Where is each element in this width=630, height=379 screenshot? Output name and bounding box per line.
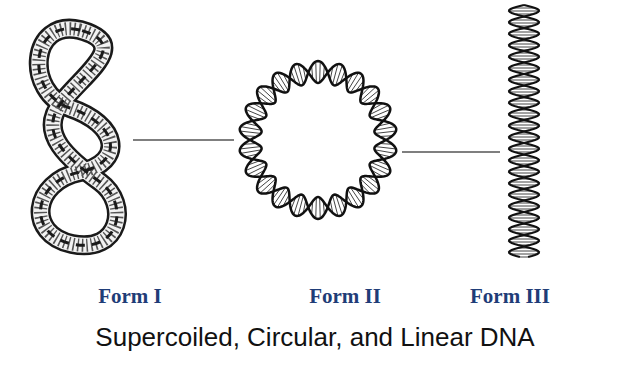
- connector-line: [133, 139, 234, 141]
- dna-form: Form II: [234, 56, 402, 224]
- form-label: Form II: [309, 284, 381, 309]
- figure-caption: Supercoiled, Circular, and Linear DNA: [0, 322, 630, 353]
- form-label: Form III: [470, 284, 550, 309]
- dna-form: Form I: [18, 12, 133, 252]
- dna-illustration: [18, 12, 133, 252]
- form-label: Form I: [98, 284, 162, 309]
- connector-line: [402, 151, 500, 153]
- dna-illustration: [500, 5, 548, 257]
- dna-illustration: [234, 56, 402, 224]
- dna-form: Form III: [500, 5, 548, 257]
